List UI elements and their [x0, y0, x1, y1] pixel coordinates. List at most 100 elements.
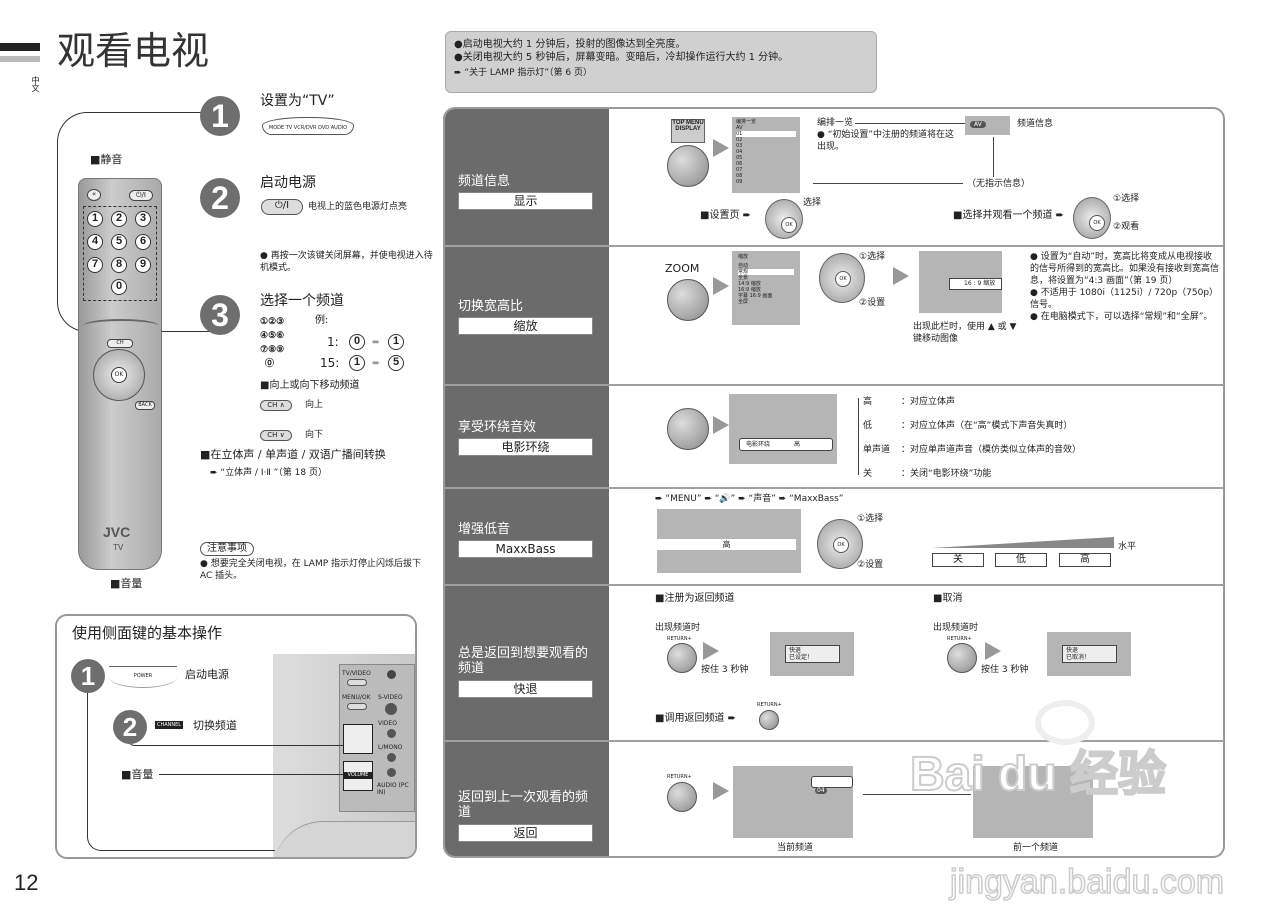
key-3[interactable]: 3: [135, 211, 151, 227]
return-key-label: RETURN+: [947, 636, 972, 642]
step-3-title: 选择一个频道: [260, 293, 344, 309]
key-1[interactable]: 1: [87, 211, 103, 227]
osd-title: 缩放: [738, 254, 749, 260]
note: ● 设置为“自动”时，宽高比将变成从电视接收的信号所得到的宽高比。如果没有接收到…: [1030, 252, 1220, 286]
key-4[interactable]: 4: [87, 234, 103, 250]
surround-mode-desc: ：对应单声道声音（模仿类似立体声的音效）: [901, 445, 1082, 455]
level-high: 高: [1059, 553, 1111, 567]
arrow-icon: [713, 277, 729, 295]
osd-menu-item[interactable]: 08: [736, 173, 743, 179]
osd-menu-item[interactable]: 16:9 缩放: [738, 287, 761, 293]
s-video-label: S-VIDEO: [378, 694, 403, 701]
osd-menu-item[interactable]: 09: [736, 179, 743, 185]
list-label: 编排一览: [817, 118, 854, 128]
set-osd: 快退 已设定！: [770, 632, 854, 676]
osd-menu-item[interactable]: 全屏: [738, 299, 749, 305]
arrow-icon: [703, 642, 719, 660]
osd-menu-item[interactable]: 05: [736, 155, 743, 161]
row-title: 增强低音: [458, 522, 511, 537]
header-bar-gray: [0, 56, 40, 62]
level-off: 关: [932, 553, 984, 567]
menu-ok-button[interactable]: [347, 703, 367, 710]
arrow-icon: [713, 416, 729, 434]
direction-pad[interactable]: [817, 519, 863, 569]
ch-up-key[interactable]: CH ∧: [260, 400, 292, 411]
power-note: 电视上的蓝色电源灯点亮: [308, 202, 408, 212]
zoom-button[interactable]: [667, 279, 709, 321]
osd-label: 电影环绕: [746, 441, 771, 448]
mute-button[interactable]: «: [87, 189, 101, 201]
ch-down-key[interactable]: CH ∨: [260, 430, 292, 441]
mode-tv-button[interactable]: MODE TV VCR/DVR DVD AUDIO: [262, 117, 354, 135]
hold-label: 按住 3 秒钟: [981, 665, 1029, 675]
power-button-small[interactable]: POWER: [109, 666, 177, 688]
arrow-line: [813, 183, 963, 184]
ok-button[interactable]: OK: [111, 367, 127, 383]
tv-video-button[interactable]: [347, 679, 367, 686]
notice-box: ●启动电视大约 1 分钟后，投射的图像达到全亮度。 ●关闭电视大约 5 秒钟后，…: [445, 31, 877, 93]
osd-menu-item[interactable]: 02: [736, 137, 743, 143]
arrow-line: [993, 137, 994, 177]
channel-buttons[interactable]: [343, 724, 373, 754]
osd-menu-item[interactable]: 字幕 16:9 画面: [738, 293, 773, 299]
return-button[interactable]: [947, 643, 977, 673]
register-title: ■注册为返回频道: [655, 593, 735, 604]
select-label: 选择: [803, 198, 822, 208]
osd-menu-item[interactable]: 03: [736, 143, 743, 149]
connector-line: [127, 731, 343, 746]
return-button[interactable]: [759, 710, 779, 730]
key-7[interactable]: 7: [87, 257, 103, 273]
tv-video-label: TV/VIDEO: [342, 670, 371, 677]
number-pad: [83, 206, 157, 301]
osd-menu-item[interactable]: AV: [736, 125, 743, 131]
direction-pad[interactable]: [765, 199, 803, 239]
side-step-1-label: 启动电源: [185, 668, 229, 681]
cancel-osd: 快退 已取消！: [1047, 632, 1131, 676]
mode-buttons[interactable]: [83, 319, 159, 333]
key-9[interactable]: 9: [135, 257, 151, 273]
osd-menu-item[interactable]: 14:9 缩放: [738, 281, 761, 287]
hand-press-icon: [667, 145, 709, 187]
key-0[interactable]: 0: [111, 279, 127, 295]
key-6[interactable]: 6: [135, 234, 151, 250]
osd-menu-item[interactable]: 常规: [738, 269, 794, 275]
ch-up-button[interactable]: CH: [107, 339, 133, 348]
key-2[interactable]: 2: [111, 211, 127, 227]
osd-menu-item[interactable]: 自动: [738, 263, 749, 269]
surround-button[interactable]: [667, 408, 709, 450]
watermark-logo: Bai du 经验: [909, 747, 1167, 802]
stereo-ref[interactable]: ➨ “立体声 / Ⅰ·Ⅱ ”（第 18 页）: [210, 468, 327, 478]
display-button[interactable]: TOP MENU DISPLAY: [671, 119, 705, 143]
channel-tag: 04: [811, 776, 853, 794]
osd-menu-item[interactable]: 01: [736, 131, 796, 137]
row-title: 返回到上一次观看的频道: [458, 790, 589, 820]
key-8[interactable]: 8: [111, 257, 127, 273]
osd-menu-item[interactable]: 06: [736, 161, 743, 167]
return-button[interactable]: [667, 782, 697, 812]
example-2-key-a: 1: [349, 355, 365, 371]
back-button[interactable]: BACK: [135, 401, 155, 410]
step-3-badge: 3: [200, 295, 240, 335]
volume-label: ■音量: [110, 577, 143, 590]
direction-pad[interactable]: [819, 253, 865, 303]
osd-menu-item[interactable]: 全景: [738, 275, 749, 281]
osd-menu-item[interactable]: 07: [736, 167, 743, 173]
notice-link[interactable]: ➨ “关于 LAMP 指示灯”（第 6 页）: [454, 68, 592, 78]
set-step: ②设置: [859, 298, 886, 308]
direction-pad[interactable]: [1073, 197, 1111, 239]
video-jack: [387, 729, 396, 738]
when-label: 出现频道时: [933, 623, 979, 633]
key-5[interactable]: 5: [111, 234, 127, 250]
row-surround: 享受环绕音效 电影环绕 电影环绕 高 高：对应立体声低：对应立体声（在“高”模式…: [445, 384, 1223, 487]
page-title: 观看电视: [57, 29, 210, 73]
power-button[interactable]: ⏻/I: [129, 190, 153, 201]
arrow-icon: [985, 642, 1001, 660]
power-key[interactable]: ⏻/I: [261, 199, 303, 215]
surround-mode-name: 低: [863, 420, 873, 432]
return-button[interactable]: [667, 643, 697, 673]
osd-menu-item[interactable]: 04: [736, 149, 743, 155]
